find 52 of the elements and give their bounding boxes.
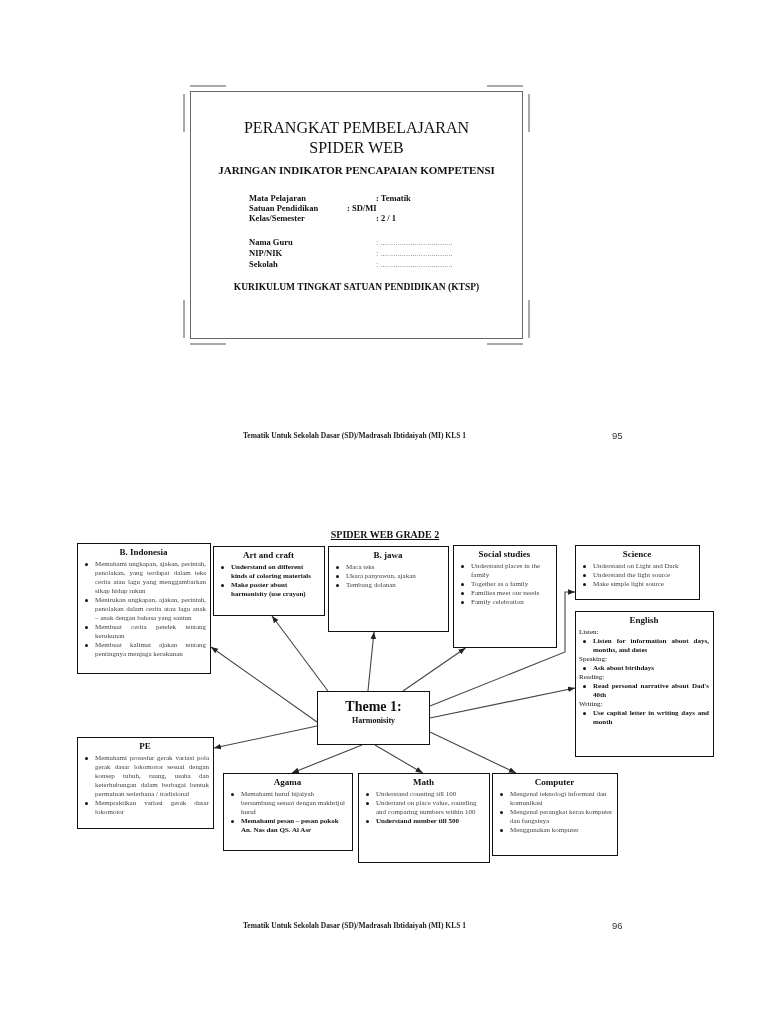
arrow bbox=[402, 647, 467, 692]
subject-box bbox=[328, 546, 449, 632]
arrow bbox=[210, 646, 318, 723]
box-heading: PE bbox=[139, 741, 151, 752]
box-heading: Social studies bbox=[478, 549, 531, 560]
subject-box bbox=[492, 773, 618, 856]
subject-box bbox=[575, 545, 700, 600]
fill-in-line: : .................................. bbox=[376, 237, 453, 247]
arrow bbox=[271, 615, 329, 692]
field-value: : Tematik bbox=[376, 193, 411, 203]
subject-box bbox=[77, 543, 211, 674]
cover-panel bbox=[190, 91, 523, 339]
fill-in-line: : .................................. bbox=[376, 248, 453, 258]
theme-title: Theme 1: bbox=[345, 698, 402, 715]
box-heading: B. jawa bbox=[373, 550, 403, 561]
field-label: Satuan Pendidikan bbox=[249, 203, 319, 213]
arrow bbox=[374, 744, 424, 774]
theme-subtitle: Harmonisity bbox=[351, 716, 396, 726]
arrow bbox=[291, 744, 363, 774]
subject-box bbox=[575, 611, 714, 757]
field-label: Sekolah bbox=[249, 259, 278, 269]
arrow bbox=[213, 725, 318, 750]
field-value: : SD/MI bbox=[347, 203, 377, 213]
subject-box bbox=[77, 737, 214, 829]
box-heading: Math bbox=[413, 777, 434, 788]
box-heading: Computer bbox=[534, 777, 575, 788]
diagram-title: SPIDER WEB GRADE 2 bbox=[330, 529, 440, 541]
arrow bbox=[429, 686, 576, 719]
box-heading: English bbox=[629, 615, 659, 626]
field-label: NIP/NIK bbox=[249, 248, 283, 258]
curriculum-note: KURIKULUM TINGKAT SATUAN PENDIDIKAN (KTSP) bbox=[233, 282, 480, 293]
box-heading: Science bbox=[622, 549, 652, 560]
box-heading: Agama bbox=[273, 777, 302, 788]
theme-box bbox=[317, 691, 430, 745]
subject-box bbox=[223, 773, 353, 851]
arrow bbox=[429, 731, 517, 774]
page-number: 96 bbox=[612, 920, 623, 931]
field-value: : 2 / 1 bbox=[376, 213, 397, 223]
box-heading: B. Indonesia bbox=[119, 547, 168, 558]
fill-in-line: : .................................. bbox=[376, 259, 453, 269]
page-number: 95 bbox=[612, 430, 623, 441]
subject-box bbox=[453, 545, 557, 648]
arrow bbox=[367, 631, 377, 692]
field-label: Nama Guru bbox=[249, 237, 293, 247]
arrow bbox=[429, 589, 576, 707]
subject-box bbox=[358, 773, 490, 863]
cover-subtitle: JARINGAN INDIKATOR PENCAPAIAN KOMPETENSI bbox=[218, 164, 495, 177]
box-heading: Art and craft bbox=[243, 550, 294, 561]
field-label: Mata Pelajaran bbox=[249, 193, 306, 203]
subject-box bbox=[213, 546, 325, 616]
cover-title: PERANGKAT PEMBELAJARAN SPIDER WEB bbox=[242, 118, 471, 158]
field-label: Kelas/Semester bbox=[249, 213, 305, 223]
